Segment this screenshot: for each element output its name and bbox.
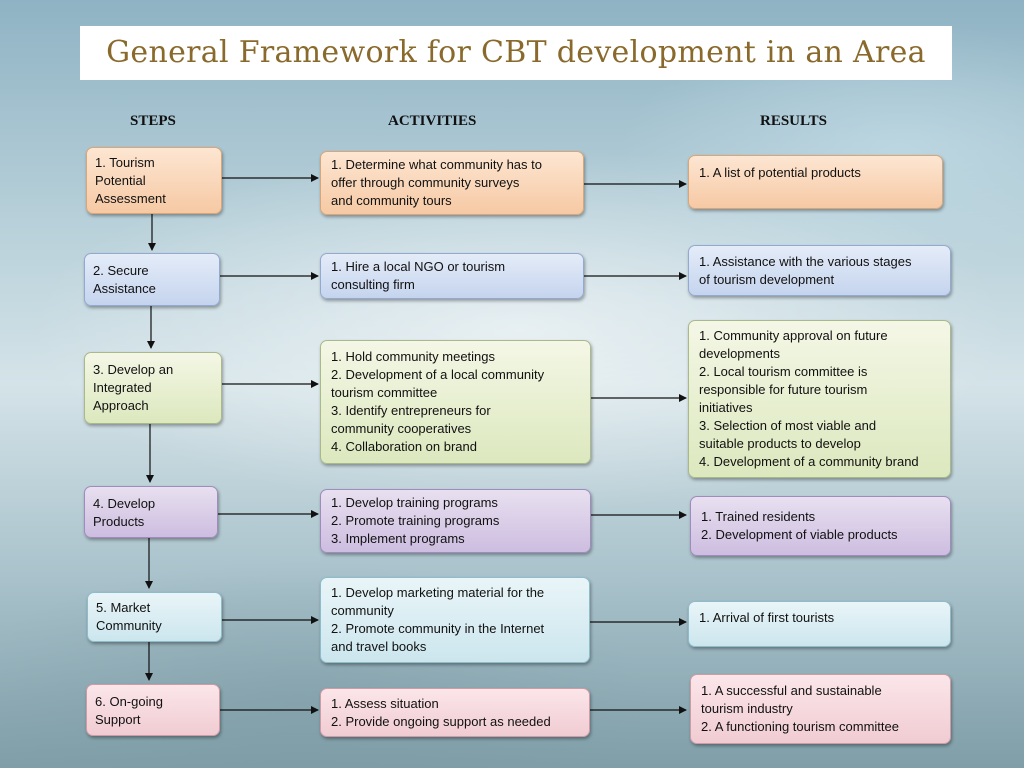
result-line: responsible for future tourism xyxy=(699,382,868,397)
activity-line: 1. Hire a local NGO or tourism xyxy=(331,259,506,274)
result-box: 1. Assistance with the various stages of… xyxy=(688,245,951,296)
result-box: 1. Arrival of first tourists xyxy=(688,601,951,647)
result-line: 3. Selection of most viable and xyxy=(699,418,877,433)
activity-box: 1. Determine what community has to offer… xyxy=(320,151,584,215)
result-line: 1. Assistance with the various stages xyxy=(699,253,912,269)
results-header: RESULTS xyxy=(760,113,827,129)
result-line: 1. Arrival of first tourists xyxy=(699,610,835,625)
result-line: 2. Development of viable products xyxy=(701,527,898,542)
step-line: Potential xyxy=(95,172,146,188)
step-box: 2. Secure Assistance xyxy=(84,253,220,306)
activity-line: 1. Hold community meetings xyxy=(331,349,496,364)
step-box: 5. Market Community xyxy=(87,592,222,642)
step-line: Approach xyxy=(93,398,149,413)
title-banner: General Framework for CBT development in… xyxy=(80,26,952,80)
activity-line: consulting firm xyxy=(331,277,415,292)
step-box: 1. Tourism Potential Assessment xyxy=(86,147,222,214)
activity-line: 1. Develop marketing material for the xyxy=(331,585,545,600)
step-line: Assessment xyxy=(95,190,166,206)
step-line: 3. Develop an xyxy=(93,362,174,377)
activity-line: 1. Assess situation xyxy=(331,695,439,711)
activity-box: 1. Assess situation 2. Provide ongoing s… xyxy=(320,688,590,737)
step-line: 5. Market xyxy=(96,600,151,615)
steps-header: STEPS xyxy=(130,113,176,129)
activity-line: and travel books xyxy=(331,639,427,654)
result-line: 4. Development of a community brand xyxy=(699,454,919,469)
result-box: 1. Trained residents 2. Development of v… xyxy=(690,496,951,556)
activity-line: community xyxy=(331,603,394,618)
result-box: 1. A successful and sustainable tourism … xyxy=(690,674,951,744)
activity-line: tourism committee xyxy=(331,385,438,400)
activity-line: 1. Develop training programs xyxy=(331,495,498,510)
result-line: 1. A list of potential products xyxy=(699,165,861,180)
activity-line: 2. Provide ongoing support as needed xyxy=(331,713,551,729)
result-line: of tourism development xyxy=(699,271,835,287)
step-line: 1. Tourism xyxy=(95,154,155,170)
activity-line: 4. Collaboration on brand xyxy=(331,439,477,454)
step-line: 6. On-going xyxy=(95,694,163,709)
activity-line: offer through community surveys xyxy=(331,175,520,190)
step-line: 4. Develop xyxy=(93,496,156,511)
activity-line: and community tours xyxy=(331,193,452,208)
activity-line: community cooperatives xyxy=(331,421,472,436)
step-line: Integrated xyxy=(93,380,152,395)
step-line: 2. Secure xyxy=(93,262,149,278)
result-line: initiatives xyxy=(699,400,753,415)
step-box: 4. Develop Products xyxy=(84,486,218,538)
step-box: 6. On-going Support xyxy=(86,684,220,736)
result-line: 1. Trained residents xyxy=(701,509,816,524)
step-box: 3. Develop an Integrated Approach xyxy=(84,352,222,424)
activity-line: 3. Identify entrepreneurs for xyxy=(331,403,491,418)
activity-line: 2. Promote community in the Internet xyxy=(331,621,545,636)
result-box: 1. A list of potential products xyxy=(688,155,943,209)
result-line: 2. Local tourism committee is xyxy=(699,364,868,379)
result-line: 1. A successful and sustainable xyxy=(701,683,882,698)
activity-box: 1. Hold community meetings 2. Developmen… xyxy=(320,340,591,464)
result-line: tourism industry xyxy=(701,701,793,716)
result-line: 1. Community approval on future xyxy=(699,328,888,343)
result-line: suitable products to develop xyxy=(699,436,861,451)
step-line: Assistance xyxy=(93,280,156,296)
result-line: 2. A functioning tourism committee xyxy=(701,719,899,734)
step-line: Support xyxy=(95,712,141,727)
activity-box: 1. Develop training programs 2. Promote … xyxy=(320,489,591,553)
result-line: developments xyxy=(699,346,780,361)
step-line: Products xyxy=(93,514,145,529)
step-line: Community xyxy=(96,618,162,633)
activity-line: 1. Determine what community has to xyxy=(331,157,542,172)
page-title: General Framework for CBT development in… xyxy=(106,35,926,70)
activity-box: 1. Hire a local NGO or tourism consultin… xyxy=(320,253,584,299)
result-box: 1. Community approval on future developm… xyxy=(688,320,951,478)
activity-line: 3. Implement programs xyxy=(331,531,465,546)
activity-line: 2. Development of a local community xyxy=(331,367,545,382)
activities-header: ACTIVITIES xyxy=(388,113,477,129)
activity-box: 1. Develop marketing material for the co… xyxy=(320,577,590,663)
activity-line: 2. Promote training programs xyxy=(331,513,500,528)
